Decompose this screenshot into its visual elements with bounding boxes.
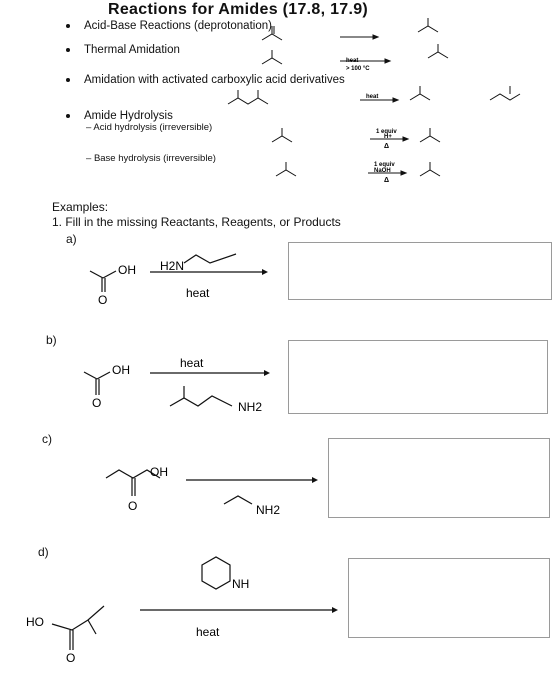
- acid-hydrolysis-amide-structure: [271, 128, 293, 143]
- thermal-heat-label: heat: [346, 58, 358, 64]
- thermal-amide-structure: [427, 44, 449, 59]
- part-b-answer-box[interactable]: [288, 340, 548, 414]
- part-a-answer-box[interactable]: [288, 242, 552, 300]
- bullet-label: Amide Hydrolysis: [84, 110, 173, 122]
- part-b-oh-label: OH: [112, 363, 130, 377]
- part-a-o-label: O: [98, 293, 107, 307]
- part-b-heat-label: heat: [180, 356, 204, 370]
- part-a-oh-label: OH: [118, 263, 136, 277]
- part-d-ho-label: HO: [26, 615, 44, 629]
- carboxylate-structure: [417, 18, 439, 33]
- bullet-acid-base: Acid-Base Reactions (deprotonation): [66, 20, 272, 32]
- activated-acid-byproduct-structure: [489, 86, 521, 101]
- part-d-acid-structure: [51, 605, 105, 650]
- carboxylic-acid-structure: [261, 26, 283, 41]
- acid-hydrolysis-label: – Acid hydrolysis (irreversible): [86, 122, 213, 133]
- part-d-heat-label: heat: [196, 625, 220, 639]
- examples-heading: Examples:: [52, 200, 109, 214]
- part-d-piperidine-structure: [201, 556, 231, 590]
- bullet-label: Thermal Amidation: [84, 44, 180, 56]
- part-c-answer-box[interactable]: [328, 438, 550, 518]
- base-equiv-label: 1 equiv: [374, 162, 395, 168]
- part-c-butanoic-acid-structure: [105, 469, 161, 496]
- acid-hydrolysis-text: Acid hydrolysis (irreversible): [93, 122, 213, 133]
- part-c-ethylamine-structure: [223, 495, 253, 505]
- activated-amide-structure: [409, 86, 431, 101]
- activated-heat-label: heat: [366, 94, 378, 100]
- part-a-amine-label: H2N: [160, 259, 184, 273]
- thermal-temp-label: > 100 °C: [346, 66, 370, 72]
- part-d-label: d): [38, 545, 49, 559]
- part-b-label: b): [46, 333, 57, 347]
- base-reagent-label: NaOH: [374, 168, 391, 174]
- bullet-dot: [66, 23, 70, 28]
- thermal-acid-structure: [261, 50, 283, 65]
- base-hydrolysis-label: – Base hydrolysis (irreversible): [86, 153, 216, 164]
- reaction-schemes: heat > 100 °C heat 1 equiv H+ Δ 1 equiv …: [227, 18, 521, 184]
- acid-hydrolysis-acid-structure: [419, 128, 441, 143]
- part-b-acetic-acid-structure: [83, 371, 111, 395]
- acid-catalyst-label: H+: [384, 134, 392, 140]
- part-b-o-label: O: [92, 396, 101, 410]
- page-title: Reactions for Amides (17.8, 17.9): [108, 1, 369, 18]
- bullet-dot: [66, 47, 70, 52]
- part-a-propylamine-structure: [183, 253, 237, 264]
- bullet-dot: [66, 77, 70, 82]
- acid-equiv-label: 1 equiv: [376, 129, 397, 135]
- part-a-acetic-acid-structure: [89, 270, 117, 292]
- part-c-nh2-label: NH2: [256, 503, 280, 517]
- bullet-activated: Amidation with activated carboxylic acid…: [66, 74, 345, 86]
- part-c-label: c): [42, 432, 52, 446]
- part-d-o-label: O: [66, 651, 75, 665]
- anhydride-structure: [227, 90, 269, 105]
- bullet-hydrolysis: Amide Hydrolysis: [66, 110, 173, 122]
- part-b-nh2-label: NH2: [238, 400, 262, 414]
- examples-instruction: 1. Fill in the missing Reactants, Reagen…: [52, 215, 341, 229]
- part-a-heat-label: heat: [186, 286, 210, 300]
- base-hydrolysis-text: Base hydrolysis (irreversible): [93, 153, 216, 164]
- base-hydrolysis-amide-structure: [275, 162, 297, 177]
- bullet-dot: [66, 113, 70, 118]
- part-c-oh-label: OH: [150, 465, 168, 479]
- part-c-o-label: O: [128, 499, 137, 513]
- bullet-thermal: Thermal Amidation: [66, 44, 180, 56]
- part-d-answer-box[interactable]: [348, 558, 550, 638]
- acid-heat-symbol: Δ: [384, 143, 389, 150]
- part-d-nh-label: NH: [232, 577, 249, 591]
- base-heat-symbol: Δ: [384, 177, 389, 184]
- bullet-label: Acid-Base Reactions (deprotonation): [84, 20, 272, 32]
- base-hydrolysis-carboxylate-structure: [419, 162, 441, 177]
- example-structures: OH O H2N heat OH O heat NH2 OH O NH2 HO …: [26, 253, 338, 665]
- bullet-label: Amidation with activated carboxylic acid…: [84, 74, 345, 86]
- part-a-label: a): [66, 232, 77, 246]
- part-b-amine-structure: [169, 386, 233, 407]
